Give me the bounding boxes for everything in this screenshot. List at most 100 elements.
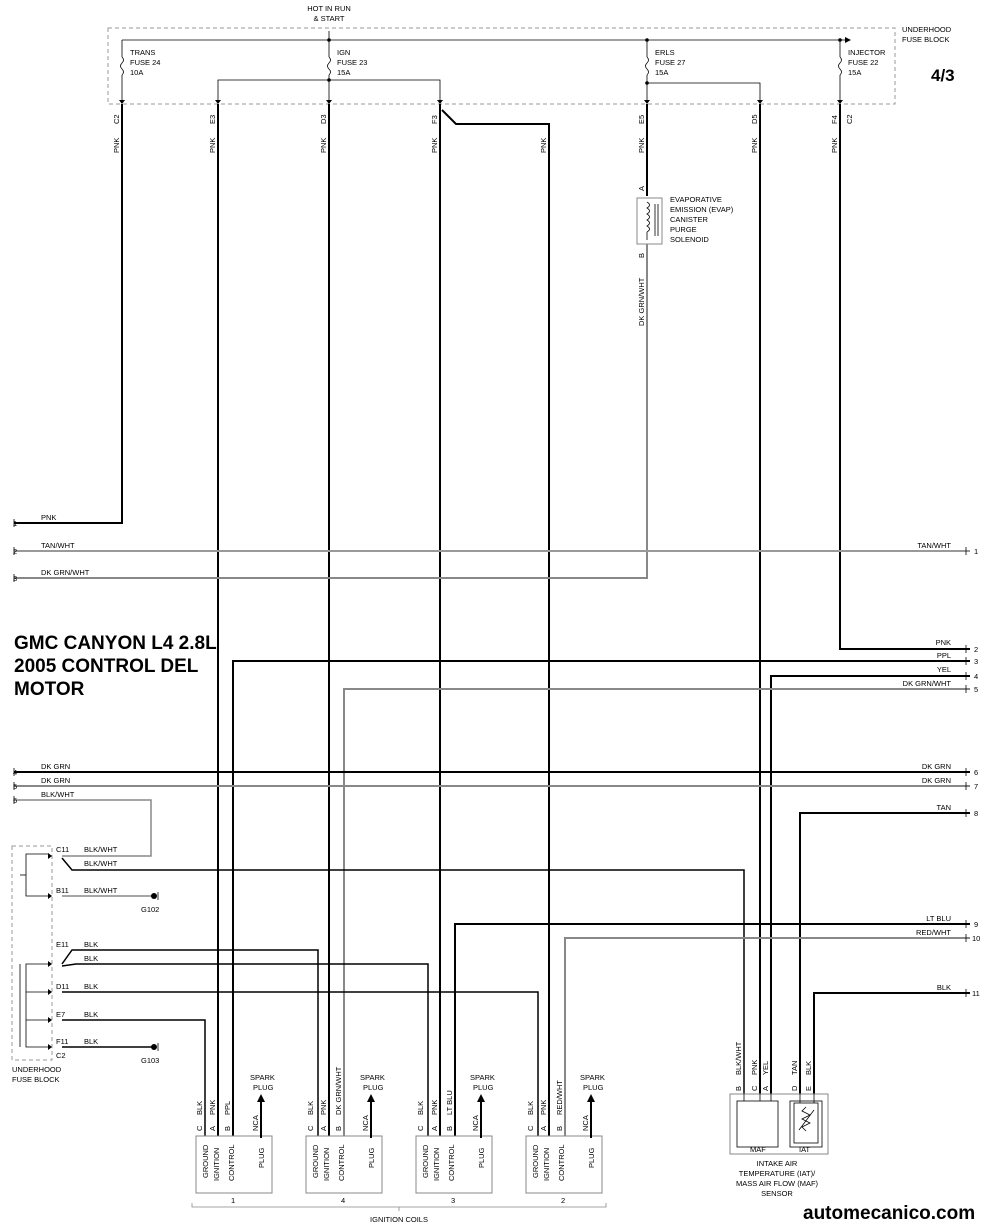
coil-function: GROUND xyxy=(201,1144,210,1178)
wire-label: DK GRN xyxy=(922,776,951,785)
coil-pin: B xyxy=(223,1126,232,1131)
spark-label: SPARK xyxy=(470,1073,495,1082)
coil-function: IGNITION xyxy=(212,1148,221,1181)
coil-function: CONTROL xyxy=(447,1144,456,1181)
ground-g103 xyxy=(151,1043,159,1051)
sensor-label: MASS AIR FLOW (MAF) xyxy=(736,1179,819,1188)
fuse-number: FUSE 24 xyxy=(130,58,160,67)
connector-number: 9 xyxy=(974,920,978,929)
coil-pin: C xyxy=(306,1125,315,1131)
fuse-amps: 10A xyxy=(130,68,143,77)
sensor-pin: D xyxy=(790,1085,799,1091)
wire-label: DK GRN xyxy=(41,762,70,771)
wire-label: BLK xyxy=(84,1010,98,1019)
wire-label: PNK xyxy=(112,138,121,153)
wire-label: BLK/WHT xyxy=(41,790,75,799)
wire-label: PNK xyxy=(637,138,646,153)
fuse-name: INJECTOR xyxy=(848,48,886,57)
fuse-name: IGN xyxy=(337,48,350,57)
wire-label: BLK xyxy=(937,983,951,992)
wire-label: DK GRN/WHT xyxy=(334,1066,343,1115)
connector-number: 10 xyxy=(972,934,980,943)
coil-number: 3 xyxy=(451,1196,455,1205)
block-label-2: FUSE BLOCK xyxy=(902,35,950,44)
wire-yel xyxy=(770,675,970,1094)
block-label-1: UNDERHOOD xyxy=(902,25,952,34)
connector-number: 6 xyxy=(974,768,978,777)
wire-label: BLK xyxy=(195,1101,204,1115)
wire-pnk-f3-branch xyxy=(441,109,550,1138)
wire-label: PNK xyxy=(208,1100,217,1115)
wire-blkwht-maf xyxy=(61,857,745,1094)
fuse-number: FUSE 22 xyxy=(848,58,878,67)
coil-pin: C xyxy=(526,1125,535,1131)
coil-pin: B xyxy=(334,1126,343,1131)
connector-number: 5 xyxy=(974,685,978,694)
wire-label: PNK xyxy=(430,1100,439,1115)
fuse-amps: 15A xyxy=(655,68,668,77)
wire-label: PNK xyxy=(539,138,548,153)
connector-number: 8 xyxy=(974,809,978,818)
connector-number: 1 xyxy=(13,519,17,528)
wire-label: BLK xyxy=(416,1101,425,1115)
wire-label: DK GRN/WHT xyxy=(41,568,90,577)
wire-label: BLK xyxy=(804,1061,813,1075)
spark-label: PLUG xyxy=(253,1083,274,1092)
coil-function: IGNITION xyxy=(432,1148,441,1181)
lower-pin: E7 xyxy=(56,1010,65,1019)
wire-label: BLK/WHT xyxy=(84,845,118,854)
lower-block-label: FUSE BLOCK xyxy=(12,1075,60,1084)
wire-label: RED/WHT xyxy=(916,928,951,937)
fuse-number: FUSE 23 xyxy=(337,58,367,67)
connector-number: 11 xyxy=(972,989,980,998)
wire-label: TAN xyxy=(790,1061,799,1075)
wire-label: DK GRN/WHT xyxy=(637,277,646,326)
pin-label: D3 xyxy=(319,114,328,124)
lower-pin: E11 xyxy=(56,940,69,949)
coil-pin: A xyxy=(208,1126,217,1131)
wire-blk-e11 xyxy=(61,949,319,1138)
lower-pin: C11 xyxy=(56,845,69,854)
wire-label: BLK/WHT xyxy=(84,886,118,895)
coil-number: 2 xyxy=(561,1196,565,1205)
coil-nca: NCA xyxy=(251,1115,260,1131)
labels: HOT IN RUN & START UNDERHOOD FUSE BLOCK … xyxy=(12,4,980,1224)
wire-redwht xyxy=(564,937,970,1138)
wire-label: BLK xyxy=(306,1101,315,1115)
coil-pin: B xyxy=(445,1126,454,1131)
sensor-pin: B xyxy=(734,1086,743,1091)
ground-g102 xyxy=(151,892,159,900)
evap-label: PURGE xyxy=(670,225,697,234)
wire-ppl xyxy=(232,660,970,1138)
wire-label: DK GRN/WHT xyxy=(903,679,952,688)
coil-function: PLUG xyxy=(367,1147,376,1168)
underhood-fuse-block-lower xyxy=(11,845,53,1061)
evap-pin-a: A xyxy=(637,186,646,191)
spark-label: SPARK xyxy=(360,1073,385,1082)
fuse-name: ERLS xyxy=(655,48,675,57)
wire-blk-11 xyxy=(813,992,970,1094)
coil-function: GROUND xyxy=(421,1144,430,1178)
fuse-amps: 15A xyxy=(848,68,861,77)
pin-label: E3 xyxy=(208,115,217,124)
coil-pin: A xyxy=(319,1126,328,1131)
wire-label: PNK xyxy=(750,138,759,153)
pin-label: F3 xyxy=(430,115,439,124)
sensor-label: SENSOR xyxy=(761,1189,793,1198)
wire-dkgrnwht-right xyxy=(343,688,970,1138)
wire-dkgrnwht-evap xyxy=(14,240,648,579)
pin-label: E5 xyxy=(637,115,646,124)
fuse-amps: 15A xyxy=(337,68,350,77)
connector-number: 4 xyxy=(974,672,978,681)
wire-label: YEL xyxy=(761,1061,770,1075)
spark-label: PLUG xyxy=(583,1083,604,1092)
wire-label: BLK xyxy=(84,1037,98,1046)
connector-number: 2 xyxy=(974,645,978,654)
connector-number: 4 xyxy=(13,768,17,777)
wire-label: BLK/WHT xyxy=(734,1041,743,1075)
coil-function: GROUND xyxy=(531,1144,540,1178)
coil-pin: C xyxy=(195,1125,204,1131)
wire-ltblu xyxy=(454,923,970,1138)
wire-label: PPL xyxy=(937,651,951,660)
